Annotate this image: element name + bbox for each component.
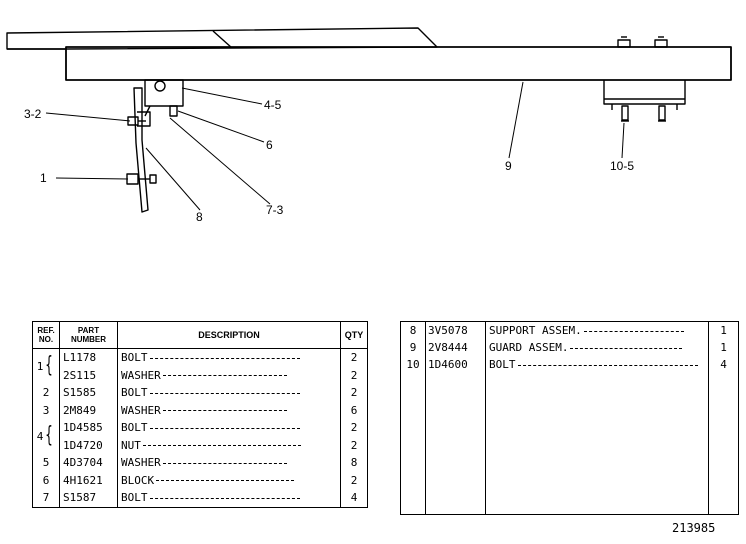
ref-cell: 5: [32, 454, 60, 472]
ref-cell: 8: [400, 321, 426, 339]
callout-7-3: 7-3: [266, 203, 284, 217]
description-cell: NUT: [117, 436, 341, 454]
qty-cell: 6: [340, 401, 368, 419]
table-row: 7 S1587 BOLT 4: [32, 489, 368, 507]
callout-6: 6: [266, 138, 273, 152]
ref-cell: 10: [400, 356, 426, 373]
description-cell: SUPPORT ASSEM.: [485, 321, 709, 339]
guard-top-fold: [212, 30, 233, 49]
right-support-bracket: [603, 80, 686, 122]
qty-cell: 2: [340, 366, 368, 384]
group-brace: {: [45, 423, 53, 448]
description-cell: WASHER: [117, 401, 341, 419]
part-number-cell: 2V8444: [425, 339, 486, 356]
part-number-cell: 1D4585: [59, 419, 118, 437]
header-qty: QTY: [340, 321, 368, 349]
table-filler-row: [400, 373, 739, 515]
qty-cell: 2: [340, 419, 368, 437]
qty-cell: 2: [340, 384, 368, 402]
qty-cell: 2: [340, 348, 368, 367]
part-number-cell: 3V5078: [425, 321, 486, 339]
part-number-cell: 2M849: [59, 401, 118, 419]
header-ref-no: REF.NO.: [32, 321, 60, 349]
qty-cell: 1: [708, 339, 739, 356]
table-row: 8 3V5078 SUPPORT ASSEM. 1: [400, 321, 739, 339]
description-cell: BOLT: [485, 356, 709, 373]
part-number-cell: 4H1621: [59, 471, 118, 489]
qty-cell: 4: [708, 356, 739, 373]
top-bolts: [617, 36, 668, 48]
guard-beam: [65, 46, 732, 81]
part-number-cell: S1585: [59, 384, 118, 402]
ref-cell: 6: [32, 471, 60, 489]
table-row: 5 4D3704 WASHER 8: [32, 454, 368, 472]
callout-4-5: 4-5: [264, 98, 282, 112]
ref-cell: 1{: [32, 348, 60, 384]
description-cell: BOLT: [117, 419, 341, 437]
ref-cell: 2: [32, 384, 60, 402]
callout-9: 9: [505, 159, 512, 173]
ref-cell: 4{: [32, 419, 60, 454]
callout-10-5: 10-5: [610, 159, 635, 173]
part-number-cell: 1D4720: [59, 436, 118, 454]
mounting-block: [144, 79, 184, 117]
qty-cell: 4: [340, 489, 368, 507]
description-cell: BOLT: [117, 348, 341, 367]
description-cell: BOLT: [117, 384, 341, 402]
table-row: 10 1D4600 BOLT 4: [400, 356, 739, 373]
qty-cell: 1: [708, 321, 739, 339]
part-number-cell: S1587: [59, 489, 118, 507]
description-cell: WASHER: [117, 366, 341, 384]
description-cell: GUARD ASSEM.: [485, 339, 709, 356]
qty-cell: 8: [340, 454, 368, 472]
support-arm: [133, 87, 151, 213]
drawing-number: 213985: [672, 521, 716, 535]
guard-top-plate: [6, 27, 438, 50]
ref-cell: 7: [32, 489, 60, 507]
callout-3-2: 3-2: [24, 107, 42, 121]
part-number-cell: 4D3704: [59, 454, 118, 472]
callout-8: 8: [196, 210, 203, 224]
table-row: 3 2M849 WASHER 6: [32, 401, 368, 419]
table-row: 1{ L1178 BOLT 2: [32, 348, 368, 384]
group-brace: {: [45, 353, 53, 378]
callout-1: 1: [40, 171, 47, 185]
ref-cell: 3: [32, 401, 60, 419]
ref-cell: 9: [400, 339, 426, 356]
exploded-parts-diagram: [6, 27, 732, 213]
table-row: 9 2V8444 GUARD ASSEM. 1: [400, 339, 739, 356]
part-number-cell: 2S115: [59, 366, 118, 384]
table-row: 6 4H1621 BLOCK 2: [32, 471, 368, 489]
header-description: DESCRIPTION: [117, 321, 341, 349]
table-row: 4{ 1D4585 BOLT 2: [32, 419, 368, 454]
parts-list-table-right: 8 3V5078 SUPPORT ASSEM. 1 9 2V8444 GUARD…: [400, 321, 739, 515]
table-row: 2 S1585 BOLT 2: [32, 384, 368, 402]
description-cell: BLOCK: [117, 471, 341, 489]
description-cell: WASHER: [117, 454, 341, 472]
part-number-cell: L1178: [59, 348, 118, 367]
qty-cell: 2: [340, 436, 368, 454]
part-number-cell: 1D4600: [425, 356, 486, 373]
description-cell: BOLT: [117, 489, 341, 507]
qty-cell: 2: [340, 471, 368, 489]
table-row: 2S115 WASHER 2: [33, 366, 368, 384]
table-row: 1D4720 NUT 2: [33, 436, 368, 454]
